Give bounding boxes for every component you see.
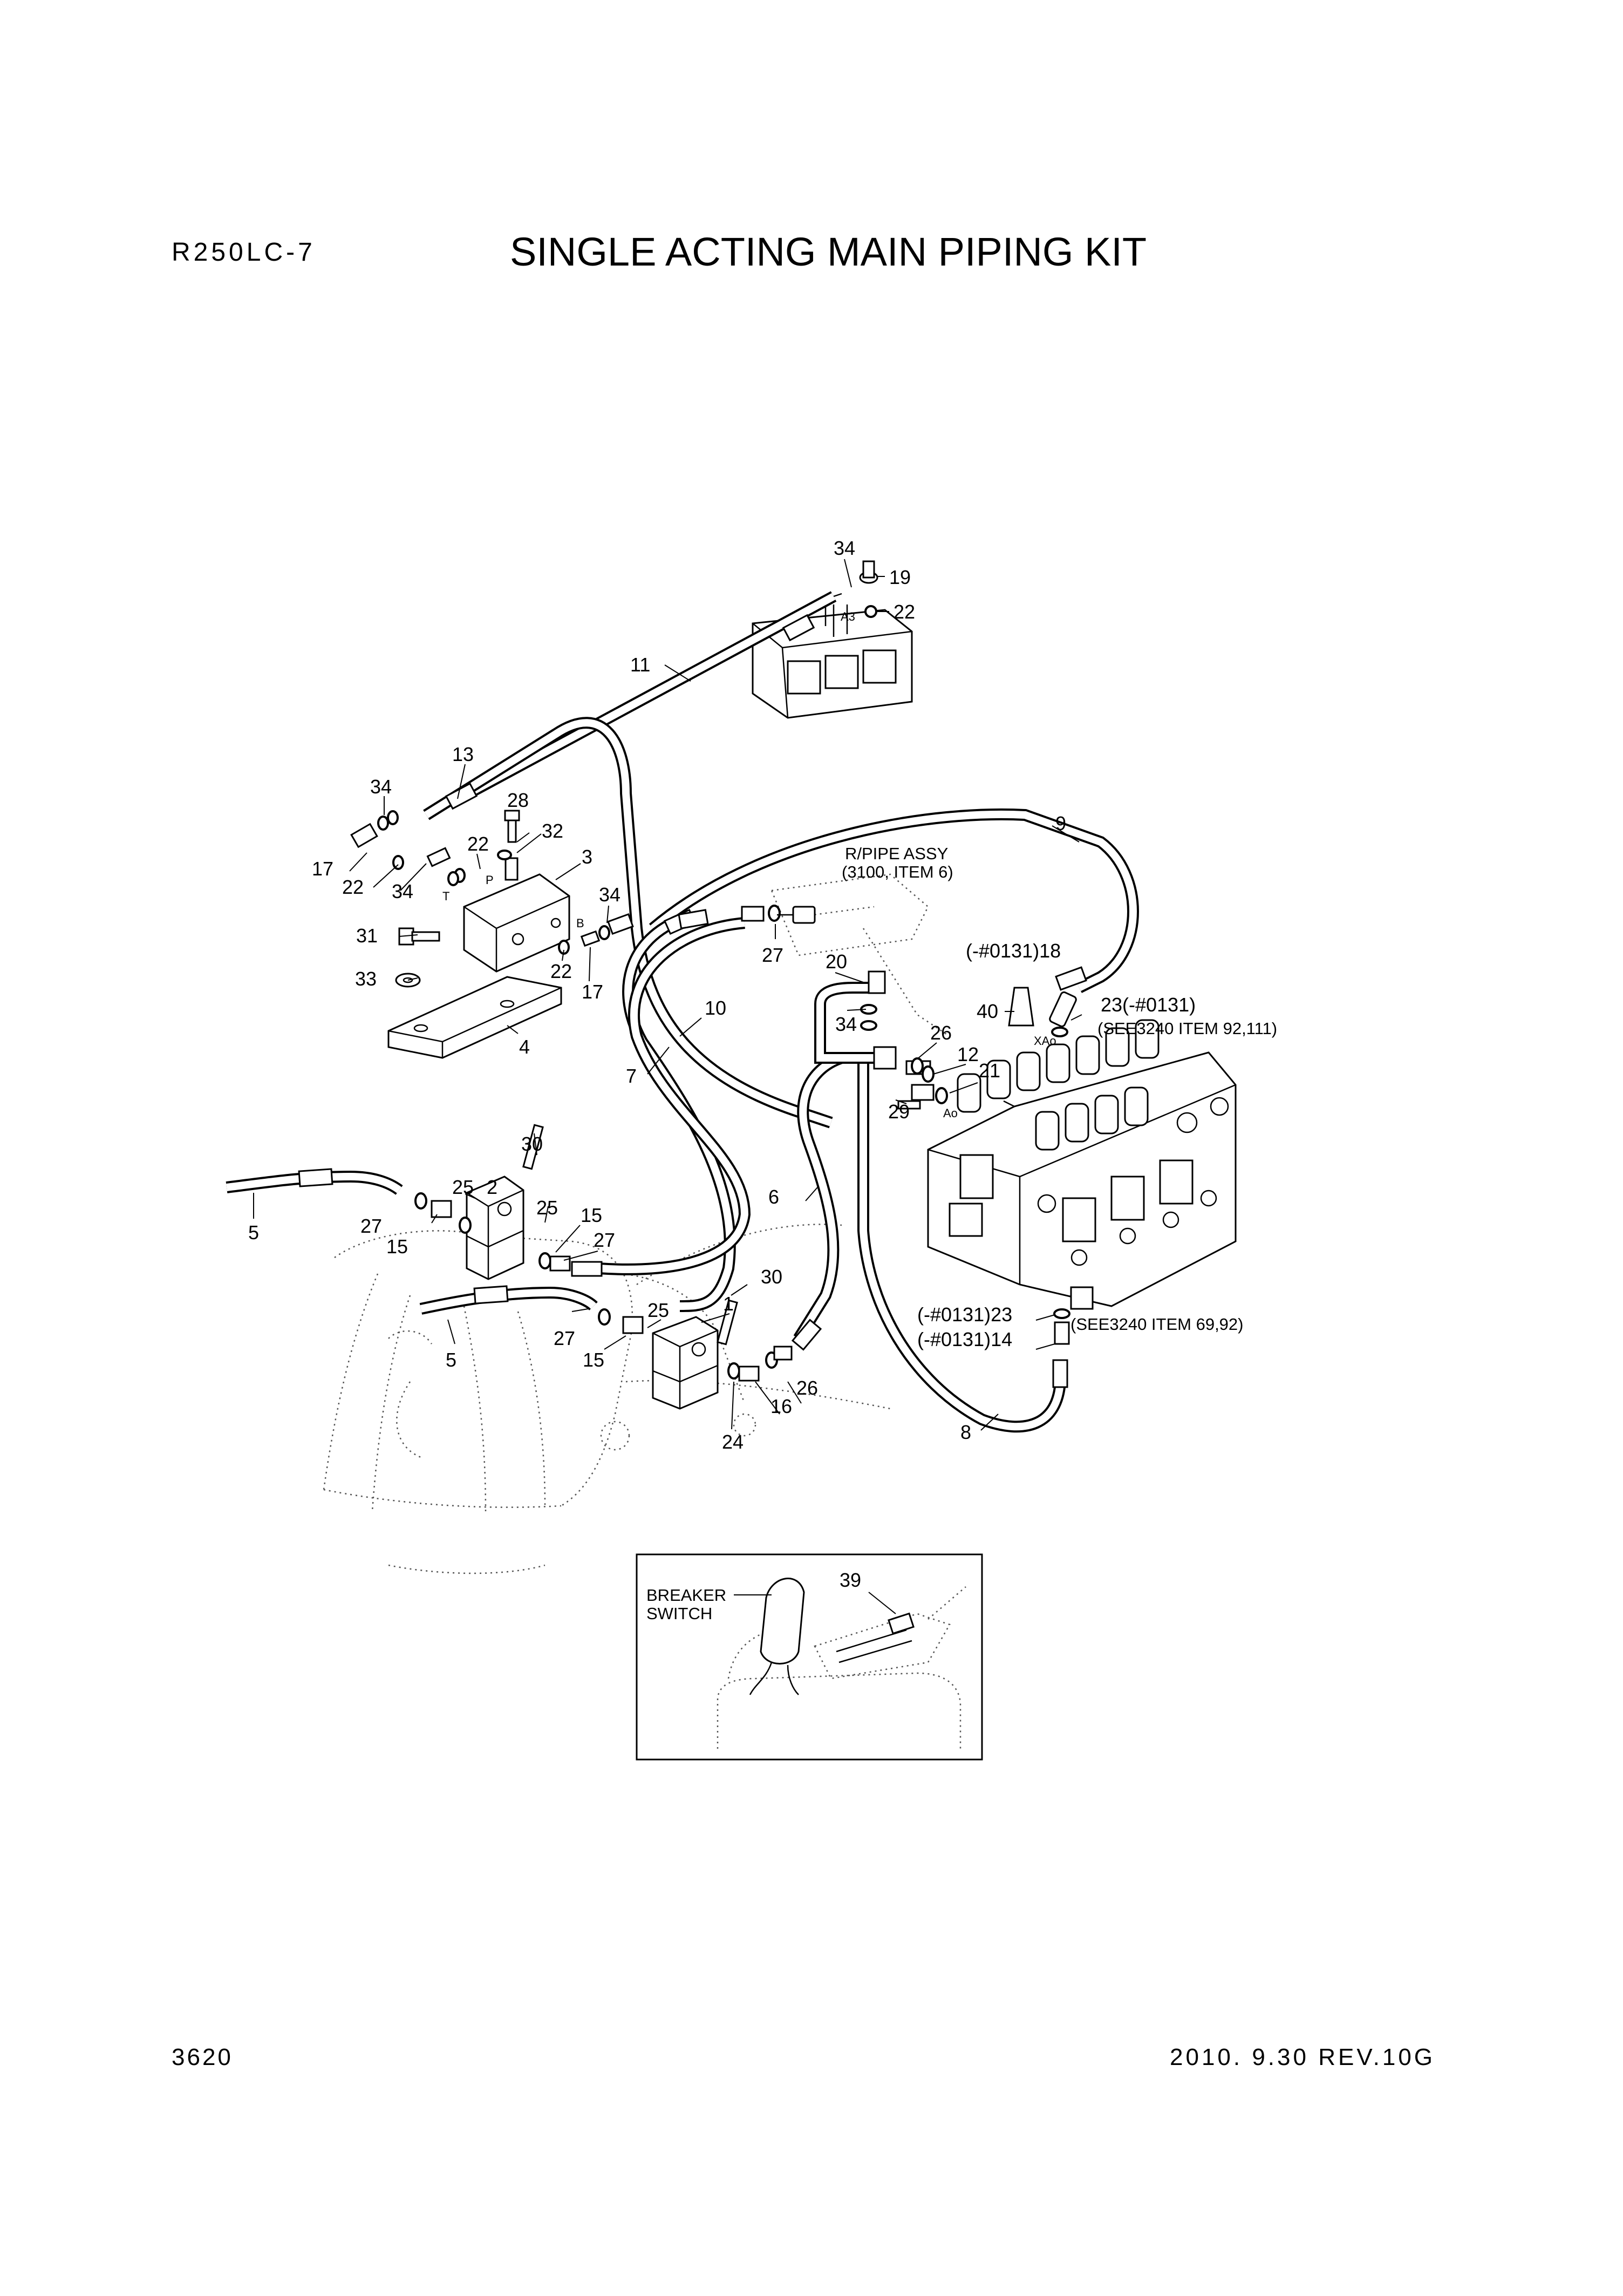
callout-29: 29 [888,1101,910,1123]
frame-outline-upper [770,873,950,1037]
note-rpipe-line2: (3100, ITEM 6) [842,862,953,881]
callout-1: 1 [723,1293,734,1315]
note-see3240-b: (SEE3240 ITEM 69,92) [1070,1315,1244,1334]
manifold-block: P T B [442,857,584,973]
callout-28: 28 [507,789,529,811]
callout-16: 16 [770,1395,792,1417]
port-label-b: B [576,916,584,930]
callout-34: 34 [392,880,413,902]
callout-30: 30 [761,1266,782,1288]
breaker-label-line1: BREAKER [646,1586,726,1605]
callout-4: 4 [519,1036,530,1058]
note-see3240-a: (SEE3240 ITEM 92,111) [1097,1019,1277,1038]
port-label-xao: XAo [1034,1034,1056,1048]
valve-fittings: XAo Ao [860,970,1077,1345]
hose-8 [857,1058,1066,1433]
callout-5: 5 [248,1221,259,1244]
breaker-label-line2: SWITCH [646,1604,712,1623]
callout-22: 22 [894,601,915,623]
mounting-plate [387,976,562,1059]
callout-17: 17 [582,981,603,1003]
hose-6 [793,1052,844,1342]
callout-22: 22 [467,833,489,855]
callout-27: 27 [762,944,783,966]
port-label-a3: A3 [841,610,855,623]
hose-ferrules [298,614,1087,1388]
hose-fittings-right [741,905,816,924]
port-label-t: T [442,889,449,903]
callout-15: 15 [386,1235,408,1258]
callout-19: 19 [889,566,911,588]
callout-8: 8 [960,1421,971,1443]
callout-23: 23(-#0131) [1101,994,1196,1016]
callout-27: 27 [360,1215,382,1237]
port-label-p: P [486,873,494,887]
callout-26: 26 [796,1377,818,1399]
callout-21: 21 [979,1059,1000,1082]
fittings-manifold [350,810,634,955]
bolt-28 [504,810,520,843]
callout-13: 13 [452,743,474,765]
page-title: SINGLE ACTING MAIN PIPING KIT [510,229,1147,274]
callout-34: 34 [835,1013,857,1035]
callout-5: 5 [446,1349,456,1371]
callout-17: 17 [312,858,333,880]
solenoid-fittings [414,1192,793,1382]
callout-18: (-#0131)18 [966,940,1061,962]
callout-25: 25 [647,1299,669,1321]
callout-34: 34 [599,884,620,906]
hose-5-upper [226,1170,403,1195]
leader-lines [253,559,1082,1431]
callout-25: 25 [452,1176,474,1198]
model-code: R250LC-7 [172,238,316,267]
callout-23: (-#0131)23 [917,1303,1012,1326]
valve-spool-caps [957,1019,1160,1151]
callout-33: 33 [355,968,377,990]
callout-15: 15 [581,1204,602,1226]
callout-20: 20 [826,950,847,973]
hose-5-lower [419,1286,598,1315]
callout-30: 30 [521,1133,543,1155]
callout-27: 27 [554,1327,575,1349]
hose-11 [455,591,837,804]
callout-3: 3 [582,846,592,868]
hose-9 [649,808,1139,993]
callout-6: 6 [768,1186,779,1208]
callout-22: 22 [342,876,364,898]
callout-24: 24 [722,1431,744,1453]
callout-40: 40 [977,1000,998,1022]
callout-10: 10 [705,997,726,1019]
callout-11: 11 [630,654,650,676]
callout-numbers: 34 19 22 11 13 34 28 32 22 3 17 22 34 34… [248,537,1196,1591]
page-number: 3620 [172,2044,233,2070]
callout-22: 22 [550,960,572,982]
callout-12: 12 [957,1043,979,1065]
hose-7 [598,917,751,1275]
revision-date: 2010. 9.30 REV.10G [1170,2044,1436,2070]
callout-25: 25 [536,1197,558,1219]
callout-34: 34 [834,537,855,559]
callout-7: 7 [626,1065,637,1087]
callout-26: 26 [930,1022,952,1044]
main-control-valve [927,1051,1237,1310]
control-valve-block: A3 [752,560,913,719]
port-label-ao: Ao [943,1106,958,1120]
breaker-switch-inset: BREAKER SWITCH [636,1553,983,1761]
callout-9: 9 [1055,812,1066,834]
solenoid-block-1 [652,1299,738,1410]
callout-15: 15 [583,1349,604,1371]
callout-27: 27 [594,1229,615,1251]
pipe-20 [814,982,869,1064]
callout-34: 34 [370,776,392,798]
callout-39: 39 [840,1569,861,1591]
callout-2: 2 [487,1176,497,1198]
callout-14: (-#0131)14 [917,1328,1012,1350]
callout-32: 32 [542,820,563,842]
note-rpipe-line1: R/PIPE ASSY [845,844,948,863]
callout-31: 31 [356,925,378,947]
